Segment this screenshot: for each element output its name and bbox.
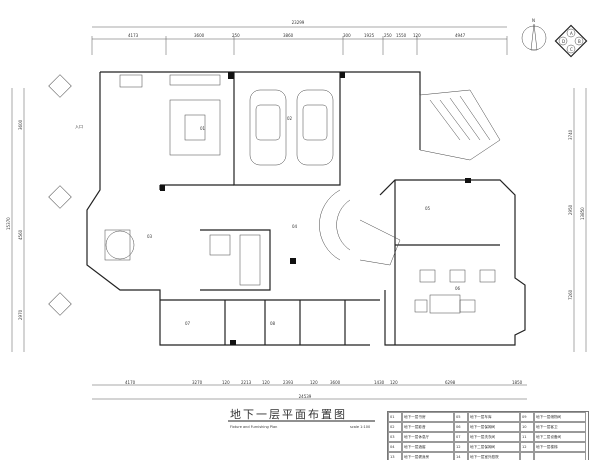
left-dimensions: 3600 4560 2970 15370 bbox=[6, 88, 25, 352]
label: 1850 bbox=[512, 380, 523, 385]
legend-number: 12 bbox=[520, 442, 534, 452]
stairs bbox=[319, 89, 501, 266]
legend-number: 03 bbox=[388, 432, 402, 442]
legend-room-name: 地下二层保姆间 bbox=[468, 442, 520, 452]
label: 15370 bbox=[6, 217, 11, 230]
label: 06 bbox=[455, 286, 461, 291]
dim: 4947 bbox=[455, 33, 466, 38]
dim: 1925 bbox=[364, 33, 375, 38]
legend-number: 14 bbox=[454, 452, 468, 460]
label: 4170 bbox=[125, 380, 136, 385]
label: 120 bbox=[390, 380, 398, 385]
label: 07 bbox=[185, 321, 191, 326]
drawing-title: 地下一层平面布置图 Fixture and Furnishing Plan sc… bbox=[228, 408, 375, 429]
legend-number: 11 bbox=[520, 432, 534, 442]
label: 1430 bbox=[374, 380, 385, 385]
dim: 3860 bbox=[283, 33, 294, 38]
walls bbox=[86, 71, 526, 346]
label: 3600 bbox=[330, 380, 341, 385]
label: N bbox=[532, 18, 535, 23]
label: 地下一层平面布置图 bbox=[230, 408, 347, 421]
legend-number: 05 bbox=[454, 412, 468, 422]
legend-number: 12 bbox=[454, 442, 468, 452]
label: 2950 bbox=[568, 204, 573, 215]
label: 2970 bbox=[18, 309, 23, 320]
legend-number: 04 bbox=[388, 442, 402, 452]
legend-room-name: 地下一层储物间 bbox=[534, 412, 586, 422]
label: 3740 bbox=[568, 129, 573, 140]
label: C bbox=[570, 47, 573, 52]
label: 05 bbox=[425, 206, 431, 211]
legend-room-name: 地下一层楼梯 bbox=[534, 442, 586, 452]
columns bbox=[160, 72, 471, 345]
top-dimensions: 23299 4173 3600 250 3860 300 1925 250 15… bbox=[91, 20, 508, 55]
dim: 300 bbox=[343, 33, 351, 38]
legend-room-name: 地下一层洗衣间 bbox=[468, 432, 520, 442]
dim: 4173 bbox=[128, 33, 139, 38]
elevation-index-icon: A B C D bbox=[554, 24, 588, 58]
label: 2393 bbox=[283, 380, 294, 385]
label: Fixture and Furnishing Plan bbox=[230, 425, 277, 429]
legend-room-name bbox=[534, 452, 586, 460]
dim: 1550 bbox=[396, 33, 407, 38]
legend-number: 02 bbox=[388, 422, 402, 432]
legend-room-name: 地下一层健身房 bbox=[402, 452, 454, 460]
label: 03 bbox=[147, 234, 153, 239]
dim: 250 bbox=[384, 33, 392, 38]
label: 01 bbox=[200, 126, 206, 131]
legend-room-name: 地下一层书房 bbox=[402, 412, 454, 422]
legend-number: 01 bbox=[388, 412, 402, 422]
label: 120 bbox=[310, 380, 318, 385]
car-icons bbox=[249, 89, 334, 166]
right-dimensions: 3740 2950 7260 13850 bbox=[568, 88, 587, 352]
label: A bbox=[570, 31, 573, 36]
north-arrow-icon: N bbox=[521, 18, 547, 51]
legend-number: 10 bbox=[520, 422, 534, 432]
label: 24539 bbox=[299, 394, 312, 399]
label: 3270 bbox=[192, 380, 203, 385]
legend-room-name: 地下一层室外庭院 bbox=[468, 452, 520, 460]
label: B bbox=[578, 39, 581, 44]
label: 02 bbox=[287, 116, 293, 121]
legend-room-name: 地下二层设备间 bbox=[534, 432, 586, 442]
dim: 250 bbox=[232, 33, 240, 38]
legend-room-name: 地下一层车库 bbox=[468, 412, 520, 422]
furniture bbox=[104, 74, 496, 314]
legend-room-name: 地下一层酒窖 bbox=[402, 442, 454, 452]
legend-room-name: 地下一层客卫 bbox=[534, 422, 586, 432]
room-tags: 01 02 03 04 05 06 07 08 bbox=[147, 116, 461, 326]
label: 120 bbox=[262, 380, 270, 385]
legend-number: 06 bbox=[454, 422, 468, 432]
legend-number: 07 bbox=[454, 432, 468, 442]
label: 4560 bbox=[18, 229, 23, 240]
label: 2213 bbox=[241, 380, 252, 385]
label: scale 1:100 bbox=[350, 425, 370, 429]
legend-room-name: 地下一层休息厅 bbox=[402, 432, 454, 442]
label: 13850 bbox=[580, 207, 585, 220]
legend-room-name: 地下一层保姆间 bbox=[468, 422, 520, 432]
label: D bbox=[562, 39, 565, 44]
bottom-dimensions: 4170 3270 120 2213 120 2393 120 3600 143… bbox=[92, 380, 527, 400]
legend-number: 13 bbox=[388, 452, 402, 460]
legend-number bbox=[520, 452, 534, 460]
legend-room-name: 地下一层影音 bbox=[402, 422, 454, 432]
dim: 120 bbox=[413, 33, 421, 38]
dim-top-total: 23299 bbox=[292, 20, 305, 25]
elevation-marker-icons bbox=[48, 74, 72, 316]
entrance-label: 入口 bbox=[75, 124, 83, 129]
legend-number: 09 bbox=[520, 412, 534, 422]
label: 3600 bbox=[18, 119, 23, 130]
label: 120 bbox=[222, 380, 230, 385]
label: 7260 bbox=[568, 289, 573, 300]
label: 04 bbox=[292, 224, 298, 229]
label: 6298 bbox=[445, 380, 456, 385]
dim: 3600 bbox=[194, 33, 205, 38]
label: 08 bbox=[270, 321, 276, 326]
